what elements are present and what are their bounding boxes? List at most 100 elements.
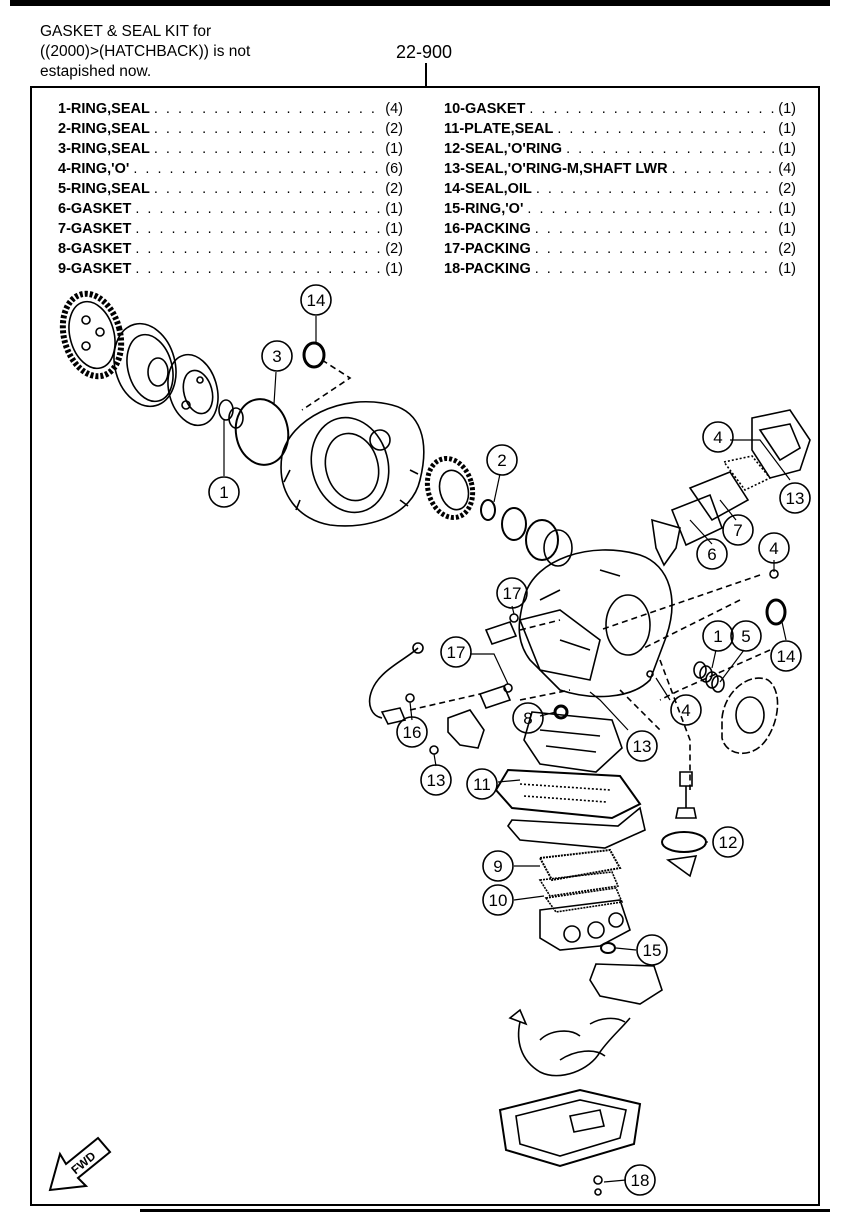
seal-ring-drawing [218,399,234,421]
part-qty: (4) [385,101,403,117]
callout-leaders [223,316,791,1183]
detent-assembly-drawing [675,771,697,819]
part-name: 12-SEAL,'O'RING [444,141,563,157]
callout-17: 17 [503,584,522,603]
seal-plate-drawing [494,768,642,820]
callout-4: 4 [681,701,690,720]
callout-4: 4 [713,428,722,447]
part-name: 7-GASKET [58,221,132,237]
top-rule [10,0,830,6]
bearing-drawing [501,507,527,541]
gasket-drawing [544,887,624,913]
valve-body-drawing [523,711,623,773]
callout-circles [208,284,811,1196]
part-name: 13-SEAL,'O'RING-M,SHAFT LWR [444,161,668,177]
part-qty: (1) [385,201,403,217]
part-name: 5-RING,SEAL [58,181,150,197]
seal-ring-drawing [480,499,496,521]
part-name: 8-GASKET [58,241,132,257]
part-qty: (1) [778,221,796,237]
bottom-rule [140,1209,830,1212]
part-name: 15-RING,'O' [444,201,524,217]
callout-11: 11 [473,775,491,794]
o-ring-drawing [429,745,439,755]
part-qty: (1) [778,201,796,217]
wiring-harness-drawing [508,1008,631,1077]
part-name: 11-PLATE,SEAL [444,121,554,137]
part-qty: (1) [778,121,796,137]
kit-leader-line [425,63,427,87]
availability-note: GASKET & SEAL KIT for ((2000)>(HATCHBACK… [40,22,340,82]
part-qty: (2) [385,241,403,257]
gasket-drawing [538,871,620,897]
part-row: 2-RING,SEAL (2) [58,121,403,141]
o-ring-drawing [405,693,415,703]
converter-housing-drawing [280,400,425,527]
oil-strainer-drawing [589,963,663,1005]
callout-9: 9 [493,857,502,876]
callout-6: 6 [707,545,716,564]
callout-5: 5 [741,627,750,646]
callout-8: 8 [523,709,532,728]
part-row: 5-RING,SEAL(2) [58,181,403,201]
callout-16: 16 [403,723,422,742]
callout-10: 10 [489,891,508,910]
part-row: 8-GASKET (2) [58,241,403,261]
part-name: 9-GASKET [58,261,132,277]
part-qty: (1) [778,101,796,117]
callout-12: 12 [719,833,738,852]
part-name: 18-PACKING [444,261,531,277]
part-row: 18-PACKING (1) [444,261,796,281]
transaxle-case-drawing [518,549,673,698]
o-ring-drawing [509,613,519,623]
gasket-drawing [722,455,772,492]
valve-cover-drawing [670,471,750,547]
callout-1: 1 [219,483,228,502]
callout-2: 2 [497,451,506,470]
part-qty: (6) [385,161,403,177]
part-qty: (1) [385,221,403,237]
part-qty: (1) [778,261,796,277]
part-qty: (2) [778,241,796,257]
dashed-leader [599,574,771,701]
callout-3: 3 [272,347,281,366]
callout-13: 13 [427,771,446,790]
callout-15: 15 [643,941,662,960]
differential-gear-drawing [424,455,476,521]
callout-13: 13 [633,737,652,756]
o-ring-drawing [661,831,707,853]
dashed-leader [301,359,352,411]
part-qty: (2) [385,121,403,137]
o-ring-drawing [600,942,616,954]
oil-seal-drawing [765,598,787,626]
part-qty: (1) [385,261,403,277]
part-name: 1-RING,SEAL [58,101,150,117]
part-row: 11-PLATE,SEAL (1) [444,121,796,141]
part-name: 10-GASKET [444,101,526,117]
flywheel-drawing [59,290,125,380]
part-qty: (1) [778,141,796,157]
sensor-drawing [478,685,512,709]
note-line-2: ((2000)>(HATCHBACK)) is not [40,43,251,60]
part-row: 4-RING,'O' (6) [58,161,403,181]
part-name: 6-GASKET [58,201,132,217]
callout-13: 13 [786,489,805,508]
part-row: 13-SEAL,'O'RING-M,SHAFT LWR (4) [444,161,796,181]
sensor-harness-drawing [368,642,424,725]
lower-cover-drawing [506,806,646,849]
kit-part-number: 22-900 [396,42,453,62]
o-ring-drawing [646,670,654,678]
callout-14: 14 [777,647,796,666]
parking-gear-drawing [721,677,779,755]
oil-pump-drawing [167,353,219,427]
actuator-drawing [447,709,485,749]
part-qty: (4) [778,161,796,177]
part-name: 4-RING,'O' [58,161,130,177]
part-row: 3-RING,SEAL(1) [58,141,403,161]
solenoid-drawing [651,518,681,567]
part-row: 1-RING,SEAL (4) [58,101,403,121]
part-name: 2-RING,SEAL [58,121,150,137]
callout-18: 18 [631,1171,650,1190]
diagram-frame [30,86,820,1206]
